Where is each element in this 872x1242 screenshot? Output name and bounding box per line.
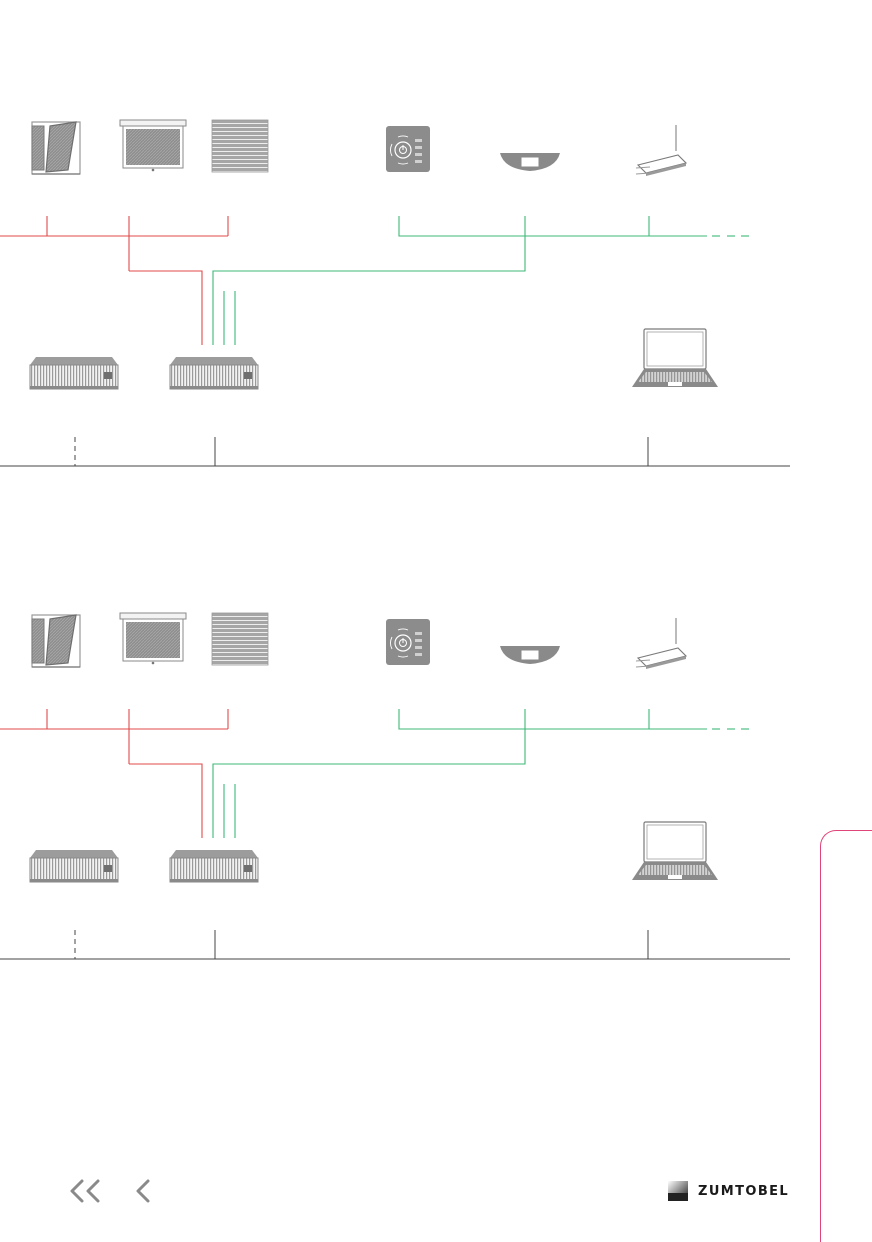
previous-page-button[interactable] — [132, 1175, 156, 1207]
brand-mark-icon — [668, 1181, 688, 1201]
brand-logo: ZUMTOBEL — [668, 1180, 789, 1202]
first-page-button[interactable] — [66, 1175, 106, 1207]
side-tab[interactable] — [820, 830, 872, 1242]
diagram-lower — [0, 613, 790, 959]
double-chevron-left-icon — [70, 1179, 100, 1203]
chevron-left-icon — [136, 1179, 150, 1203]
brand-name: ZUMTOBEL — [698, 1183, 790, 1199]
diagram-upper — [0, 120, 790, 466]
